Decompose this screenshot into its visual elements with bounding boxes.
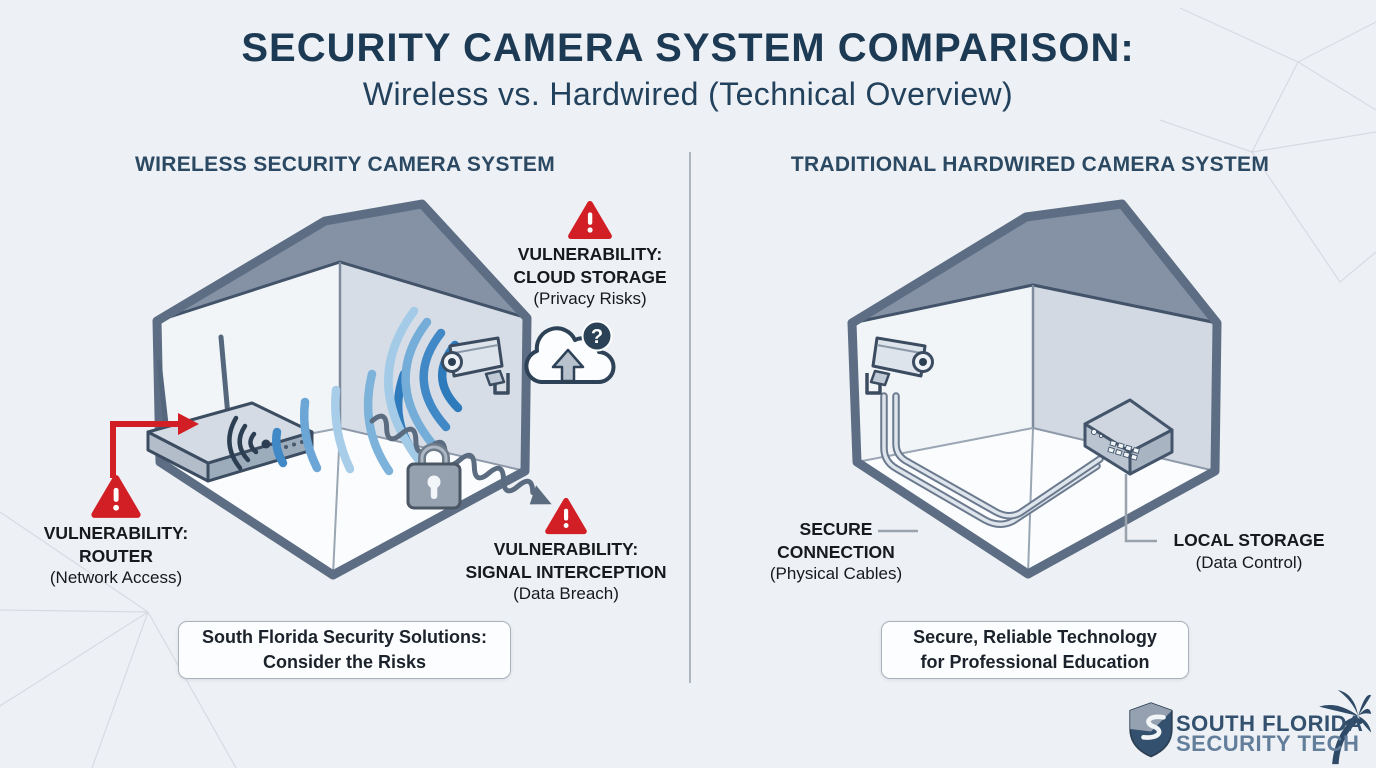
callout-line: SECURE: [799, 519, 873, 539]
callout-line: (Data Breach): [513, 584, 619, 603]
footer-line: Secure, Reliable Technology: [913, 627, 1157, 647]
footer-line: Consider the Risks: [262, 652, 427, 672]
callout-line: CLOUD STORAGE: [513, 266, 667, 287]
hardwired-house: [847, 199, 1222, 579]
hardwired-footer-box: Secure, Reliable Technology for Professi…: [881, 621, 1189, 679]
warning-triangle-icon: [545, 497, 587, 535]
padlock-icon: [406, 443, 462, 510]
page-subtitle: Wireless vs. Hardwired (Technical Overvi…: [362, 76, 1014, 112]
nvr-storage-icon: [1083, 398, 1174, 476]
callout-line: (Physical Cables): [769, 564, 903, 583]
callout-line: VULNERABILITY:: [493, 539, 639, 559]
callout-line: CONNECTION: [777, 541, 895, 562]
callout-line: ROUTER: [79, 545, 153, 566]
wireless-panel-header: WIRELESS SECURITY CAMERA SYSTEM: [134, 153, 555, 176]
company-logo: SOUTH FLORIDA SECURITY TECH: [1124, 688, 1374, 766]
leader-lines: [878, 474, 1157, 543]
warning-triangle-icon: [91, 475, 141, 518]
wireless-footer-box: South Florida Security Solutions: Consid…: [178, 621, 511, 679]
callout-line: VULNERABILITY:: [517, 244, 663, 264]
callout-local-storage: LOCAL STORAGE (Data Control): [1144, 529, 1354, 574]
hardwired-panel-header: TRADITIONAL HARDWIRED CAMERA SYSTEM: [790, 153, 1270, 176]
alert-arrow: [110, 413, 199, 478]
panel-divider: [689, 152, 691, 683]
background-mesh-decoration: [0, 7, 1376, 768]
wifi-waves-icon: [384, 306, 463, 469]
footer-line: South Florida Security Solutions:: [201, 627, 487, 647]
callout-signal-interception: VULNERABILITY: SIGNAL INTERCEPTION (Data…: [446, 497, 686, 606]
footer-line: for Professional Education: [920, 652, 1150, 672]
callout-line: (Network Access): [49, 568, 183, 587]
callout-line: SIGNAL INTERCEPTION: [465, 561, 667, 582]
wireless-house: ?: [110, 199, 616, 580]
cloud-upload-icon: ?: [524, 320, 616, 385]
logo-line-2: SECURITY TECH: [1176, 731, 1360, 756]
callout-line: LOCAL STORAGE: [1173, 530, 1325, 550]
callout-line: (Privacy Risks): [533, 289, 647, 308]
ethernet-cables: [880, 392, 1104, 528]
callout-line: (Data Control): [1195, 552, 1303, 572]
warning-triangle-icon: [568, 200, 612, 240]
shield-icon: [1129, 702, 1173, 758]
callout-secure-connection: SECURE CONNECTION (Physical Cables): [736, 518, 936, 586]
logo-line-1: SOUTH FLORIDA: [1176, 711, 1364, 736]
callout-line: VULNERABILITY:: [43, 523, 189, 543]
question-badge-icon: ?: [581, 320, 613, 352]
page-title: SECURITY CAMERA SYSTEM COMPARISON:: [241, 26, 1135, 70]
callout-cloud-storage: VULNERABILITY: CLOUD STORAGE (Privacy Ri…: [497, 200, 683, 311]
question-mark: ?: [591, 326, 603, 348]
palm-tree-icon: [1319, 689, 1372, 765]
callout-router: VULNERABILITY: ROUTER (Network Access): [5, 474, 227, 590]
